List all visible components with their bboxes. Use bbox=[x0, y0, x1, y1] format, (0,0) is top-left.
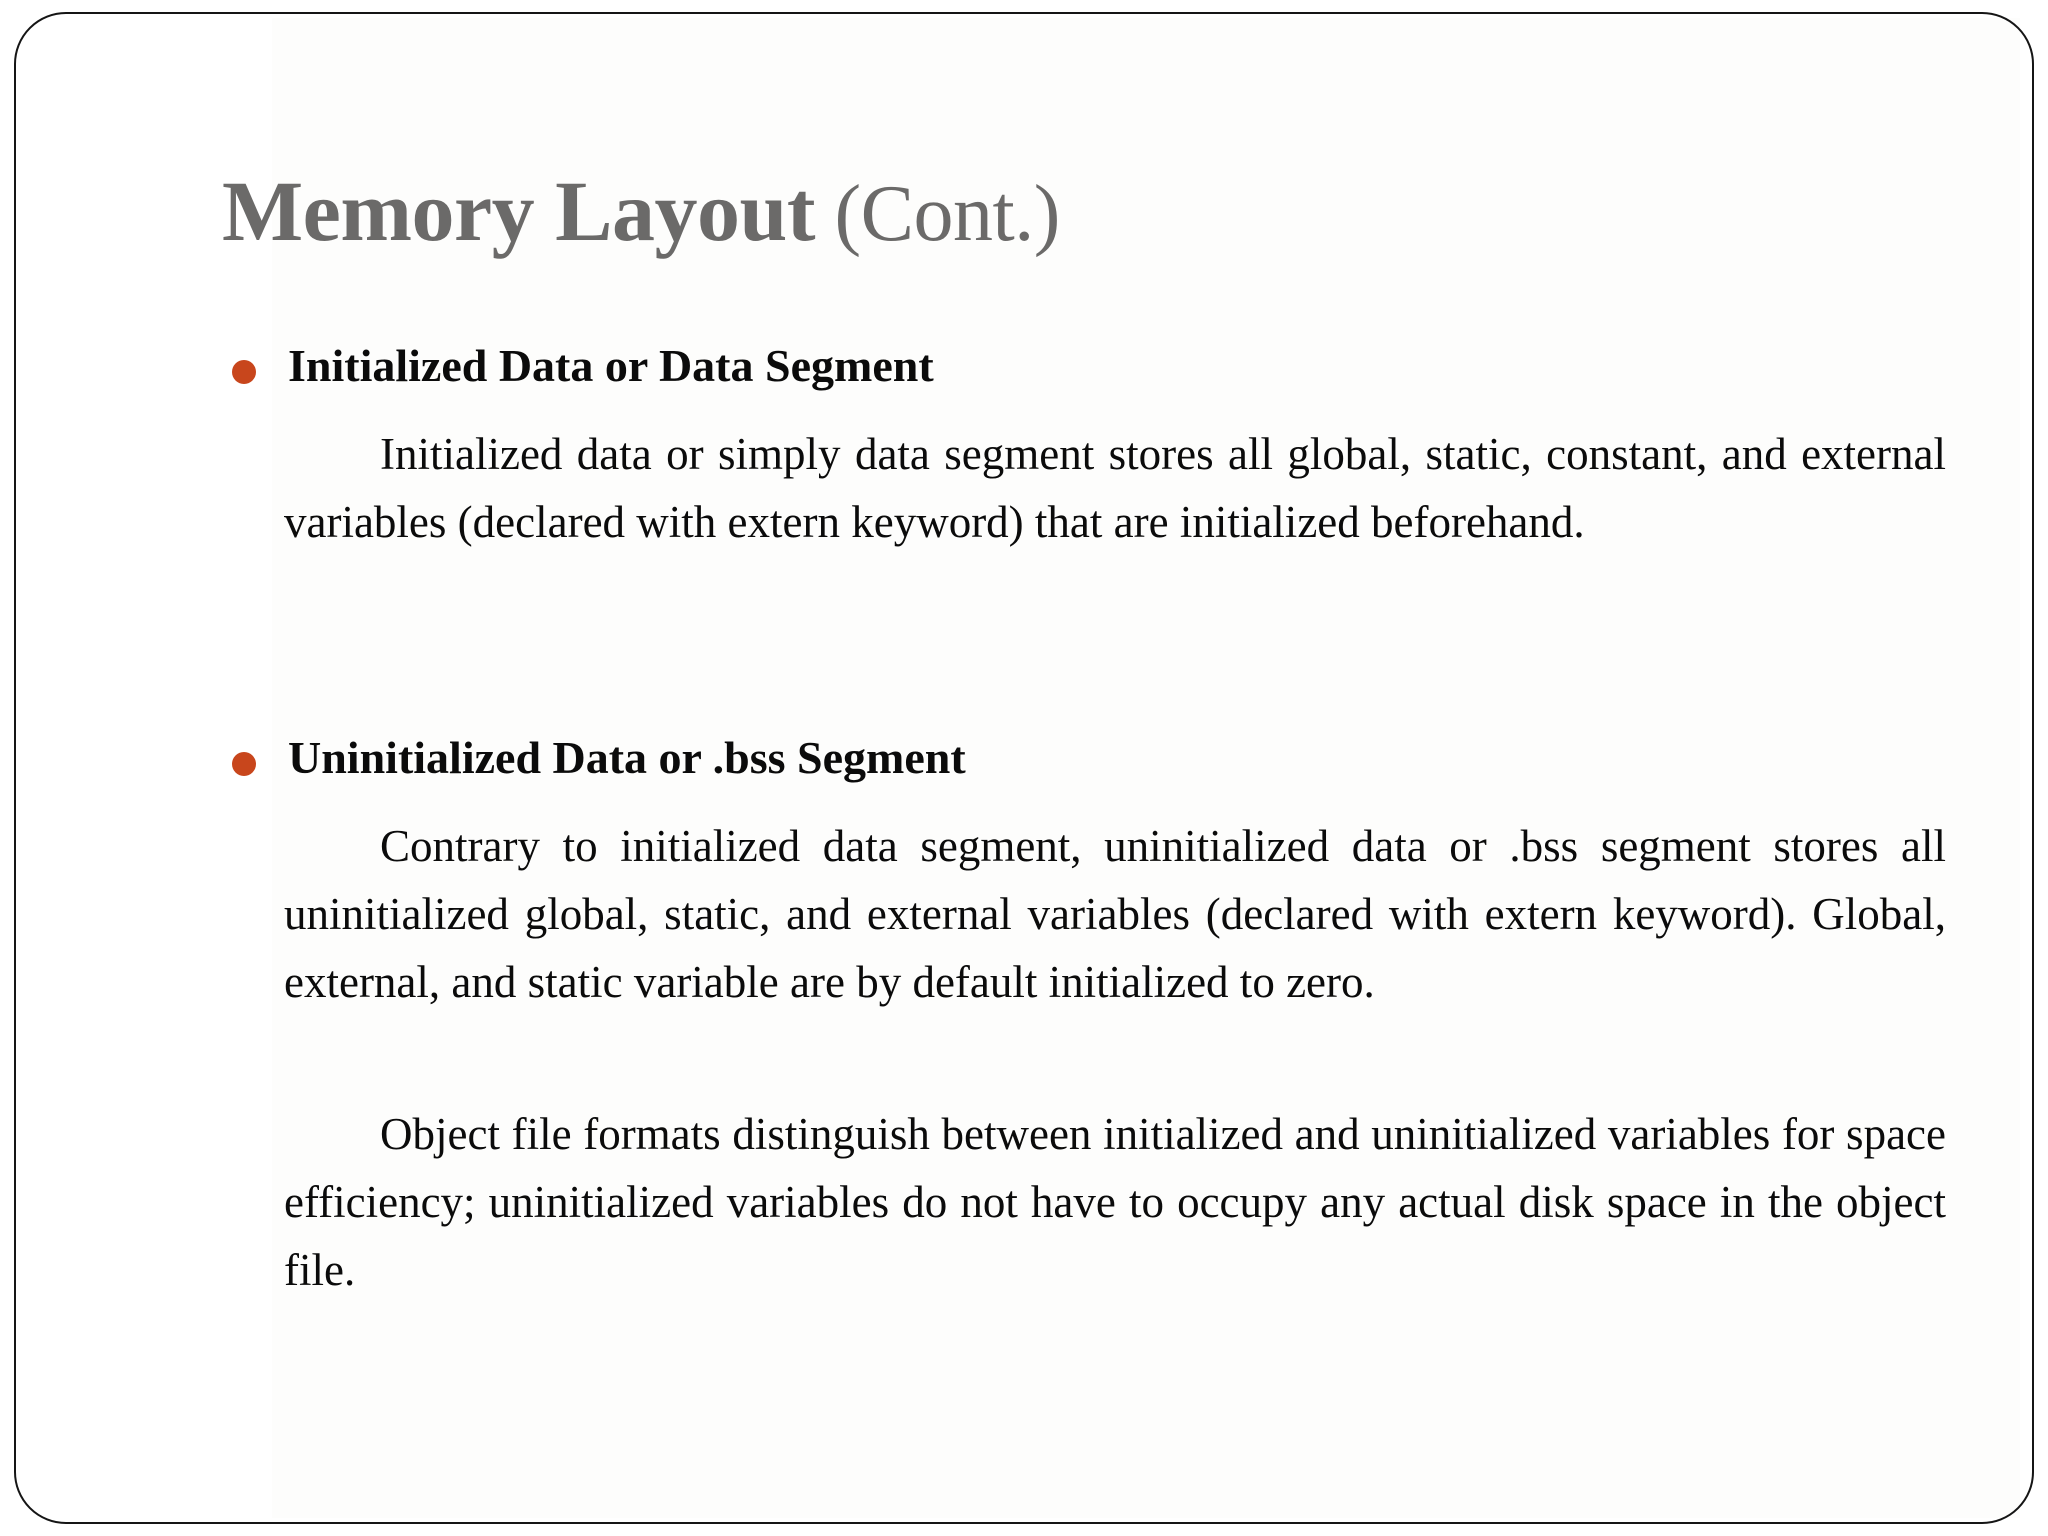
page-title-suffix: (Cont.) bbox=[814, 170, 1060, 258]
bullet-item-label: Initialized Data or Data Segment bbox=[288, 340, 934, 391]
bullet-item-label: Uninitialized Data or .bss Segment bbox=[288, 732, 966, 783]
page-title-main: Memory Layout bbox=[222, 163, 815, 259]
page-title: Memory Layout (Cont.) bbox=[222, 168, 1922, 254]
bullet-dot-icon bbox=[232, 360, 256, 384]
content-panel-background bbox=[272, 18, 2020, 1518]
paragraph-initialized-data: Initialized data or simply data segment … bbox=[284, 429, 1946, 547]
bullet-dot-icon bbox=[232, 752, 256, 776]
bullet-item-initialized-data: Initialized Data or Data Segment bbox=[232, 340, 1952, 392]
paragraph-uninitialized-data: Contrary to initialized data segment, un… bbox=[284, 821, 1946, 1007]
bullet-item-uninitialized-data: Uninitialized Data or .bss Segment bbox=[232, 732, 1952, 784]
paragraph-object-file-formats: Object file formats distinguish between … bbox=[284, 1109, 1946, 1295]
